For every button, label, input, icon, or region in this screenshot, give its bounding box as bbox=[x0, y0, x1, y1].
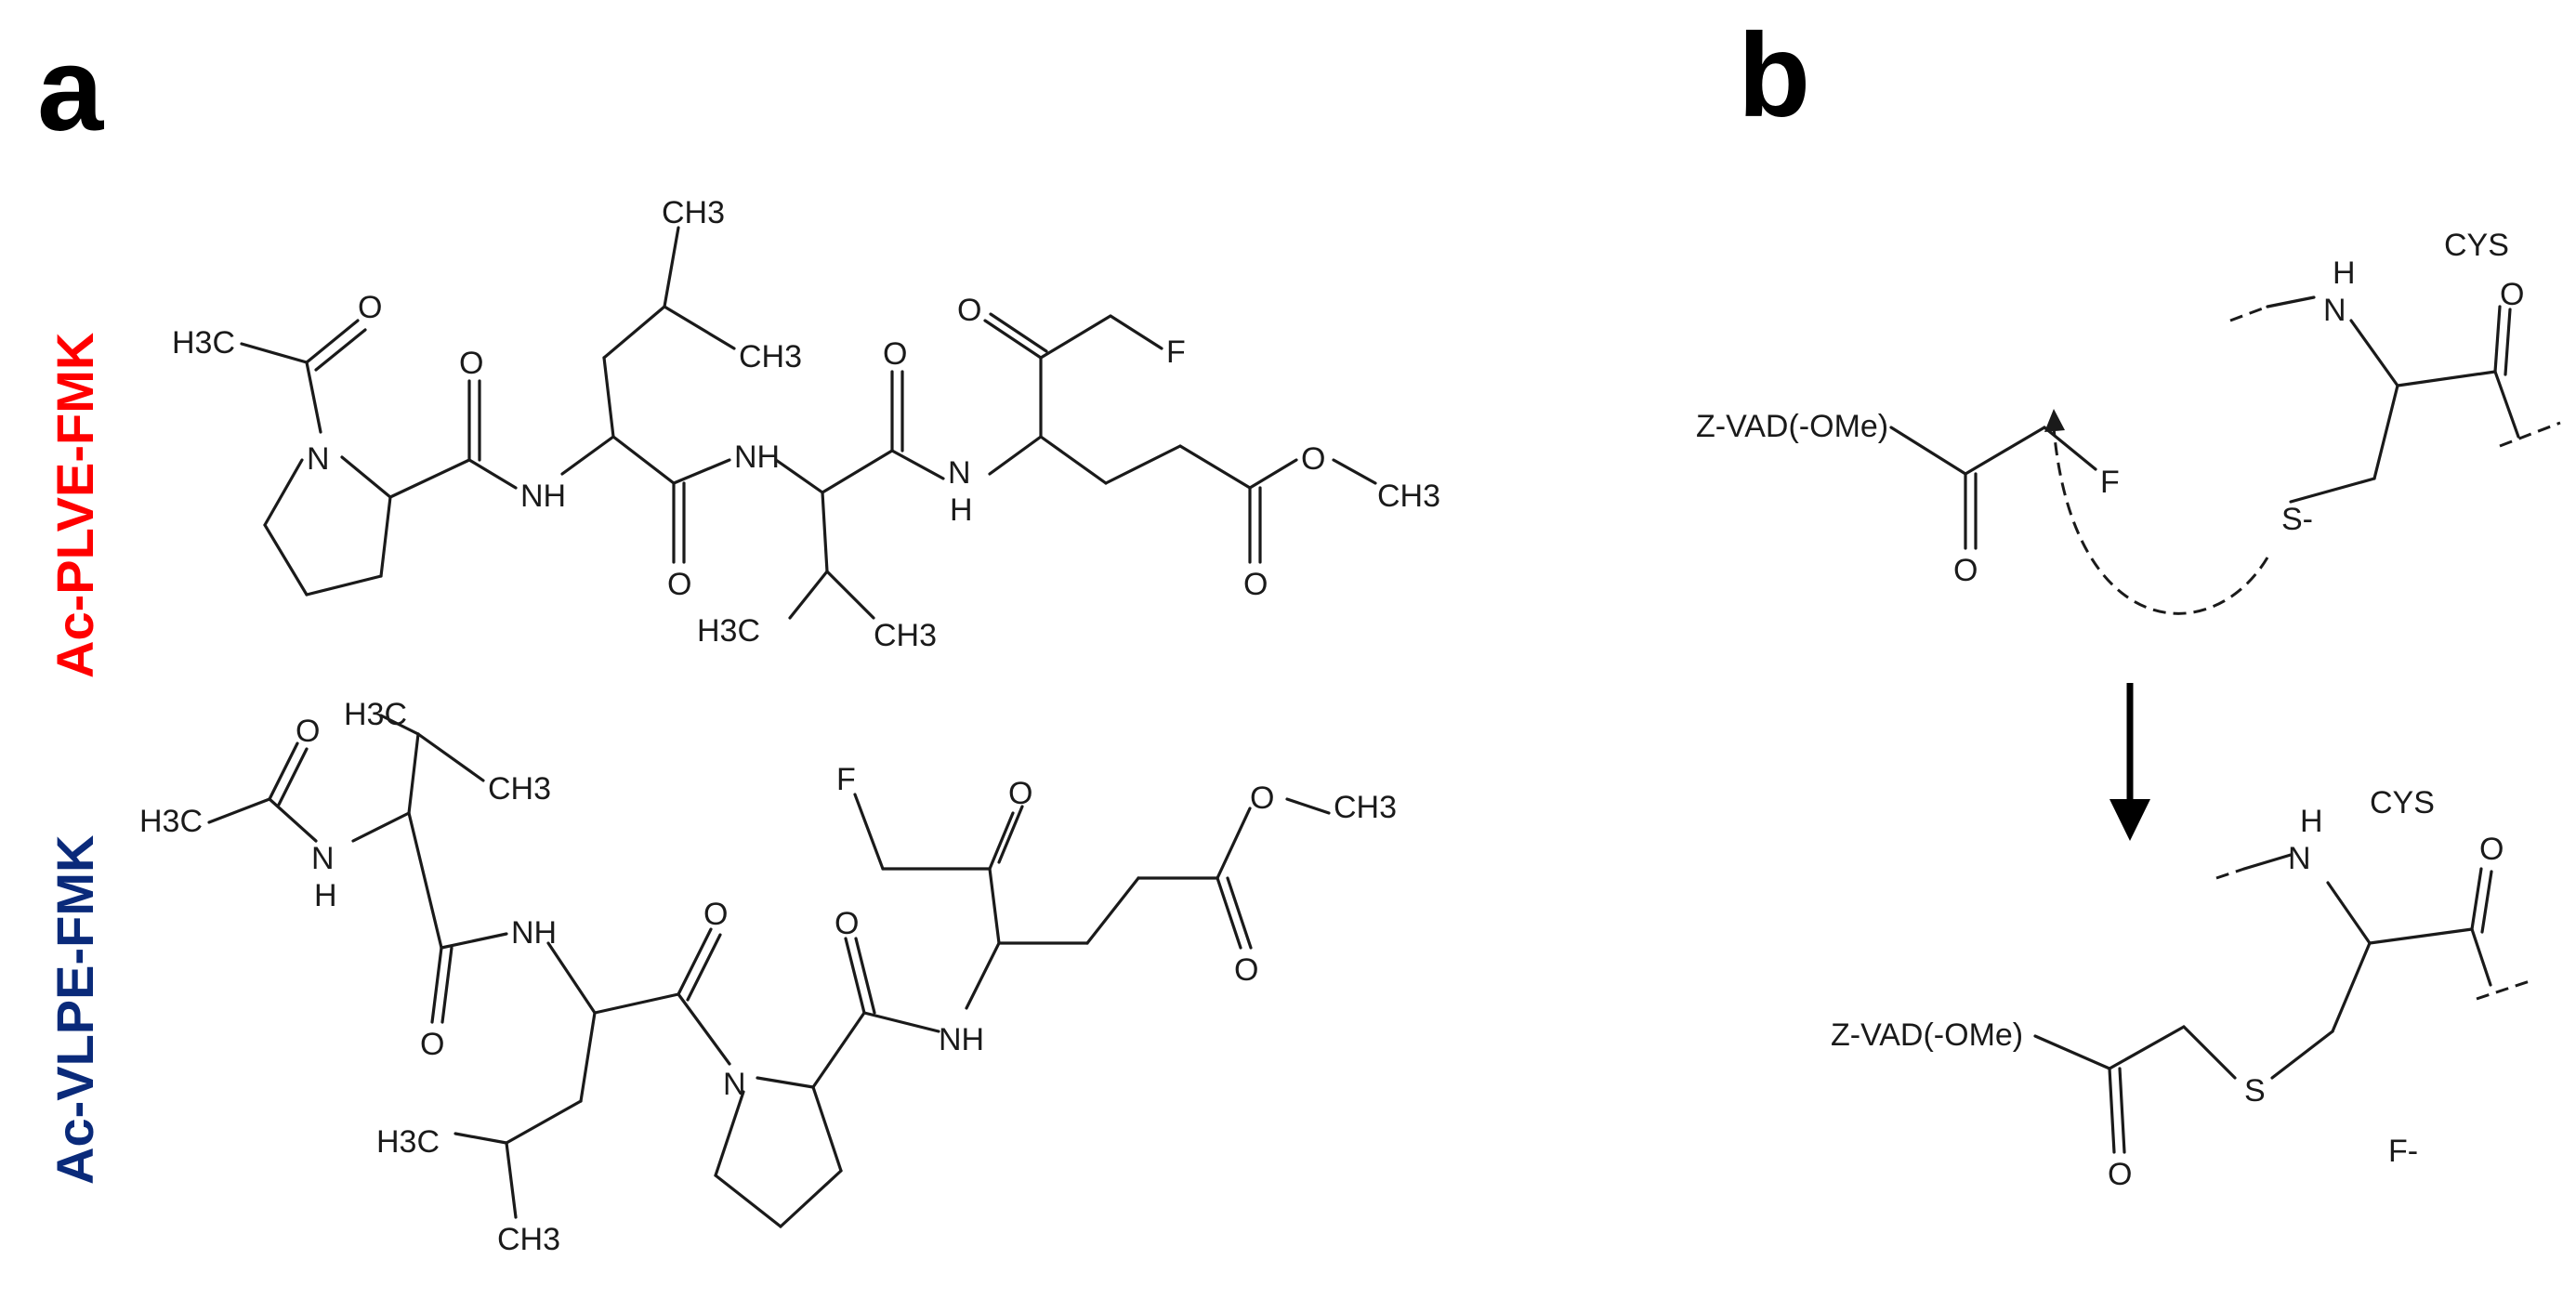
svg-text:N: N bbox=[2288, 841, 2311, 876]
svg-text:NH: NH bbox=[511, 915, 557, 951]
svg-text:O: O bbox=[1250, 781, 1274, 816]
svg-text:NH: NH bbox=[939, 1022, 984, 1057]
svg-text:O: O bbox=[835, 906, 859, 941]
svg-text:O: O bbox=[1953, 553, 1978, 588]
svg-text:O: O bbox=[667, 567, 691, 602]
svg-text:CH3: CH3 bbox=[739, 339, 802, 374]
svg-text:H: H bbox=[2300, 804, 2323, 839]
svg-text:CH3: CH3 bbox=[497, 1222, 560, 1257]
svg-text:F: F bbox=[1166, 335, 1186, 370]
svg-text:H3C: H3C bbox=[697, 613, 760, 649]
svg-text:H3C: H3C bbox=[139, 804, 203, 839]
svg-text:O: O bbox=[957, 293, 981, 328]
structure-ac-vlpe-fmk bbox=[207, 714, 1331, 1228]
svg-text:CH3: CH3 bbox=[1377, 479, 1440, 514]
svg-text:H3C: H3C bbox=[376, 1124, 440, 1160]
reaction-arrow bbox=[2109, 683, 2150, 841]
svg-text:O: O bbox=[2108, 1157, 2132, 1192]
svg-text:N: N bbox=[311, 841, 335, 876]
svg-text:O: O bbox=[296, 714, 320, 749]
panel-label-b: b bbox=[1738, 9, 1810, 142]
svg-text:O: O bbox=[459, 346, 483, 381]
svg-text:H3C: H3C bbox=[344, 697, 407, 732]
svg-text:CYS: CYS bbox=[2370, 785, 2435, 820]
atom-labels-b-top: Z-VAD(-OMe) O F S- H N CYS O bbox=[1696, 228, 2524, 588]
svg-text:Z-VAD(-OMe): Z-VAD(-OMe) bbox=[1696, 409, 1888, 444]
atom-labels-b-bottom: Z-VAD(-OMe) O S H N CYS O F- bbox=[1831, 785, 2504, 1192]
svg-text:CH3: CH3 bbox=[874, 618, 937, 653]
compound-name-first: Ac-PLVE-FMK bbox=[46, 333, 104, 678]
svg-text:O: O bbox=[2479, 832, 2504, 867]
svg-text:Z-VAD(-OMe): Z-VAD(-OMe) bbox=[1831, 1017, 2023, 1053]
svg-text:CH3: CH3 bbox=[1334, 790, 1397, 825]
svg-text:N: N bbox=[2323, 293, 2346, 328]
svg-text:NH: NH bbox=[734, 440, 780, 475]
svg-text:S: S bbox=[2244, 1073, 2266, 1109]
atom-labels-1: H3C O N O NH CH3 CH3 O NH H3C CH3 O N H … bbox=[172, 195, 1440, 653]
svg-text:O: O bbox=[1234, 952, 1258, 988]
svg-text:O: O bbox=[358, 290, 382, 325]
svg-text:H3C: H3C bbox=[172, 325, 235, 361]
svg-text:O: O bbox=[420, 1027, 444, 1062]
svg-text:CH3: CH3 bbox=[488, 771, 551, 807]
atom-labels-2: H3C O N H H3C CH3 O NH H3C CH3 O N O NH … bbox=[139, 697, 1397, 1257]
reaction-top bbox=[1889, 295, 2561, 615]
svg-text:O: O bbox=[1243, 567, 1268, 602]
svg-text:O: O bbox=[1008, 776, 1032, 811]
panel-label-a: a bbox=[37, 23, 104, 156]
svg-text:H: H bbox=[2333, 256, 2356, 291]
svg-text:CH3: CH3 bbox=[662, 195, 725, 230]
svg-text:H: H bbox=[314, 878, 337, 913]
svg-text:CYS: CYS bbox=[2444, 228, 2509, 263]
svg-text:F-: F- bbox=[2388, 1134, 2418, 1169]
svg-text:F: F bbox=[836, 762, 856, 797]
svg-text:H: H bbox=[950, 492, 973, 528]
svg-text:O: O bbox=[703, 897, 728, 932]
svg-text:NH: NH bbox=[520, 479, 566, 514]
compound-name-second: Ac-VLPE-FMK bbox=[46, 835, 104, 1185]
svg-text:O: O bbox=[883, 336, 907, 372]
svg-text:N: N bbox=[307, 441, 330, 477]
structure-ac-plve-fmk bbox=[240, 226, 1377, 620]
reaction-bottom bbox=[2033, 853, 2533, 1154]
svg-text:O: O bbox=[2500, 277, 2524, 312]
svg-text:N: N bbox=[948, 455, 971, 491]
svg-text:O: O bbox=[1301, 441, 1325, 477]
svg-text:S-: S- bbox=[2281, 502, 2313, 537]
svg-text:F: F bbox=[2100, 465, 2120, 500]
svg-text:N: N bbox=[723, 1067, 746, 1102]
